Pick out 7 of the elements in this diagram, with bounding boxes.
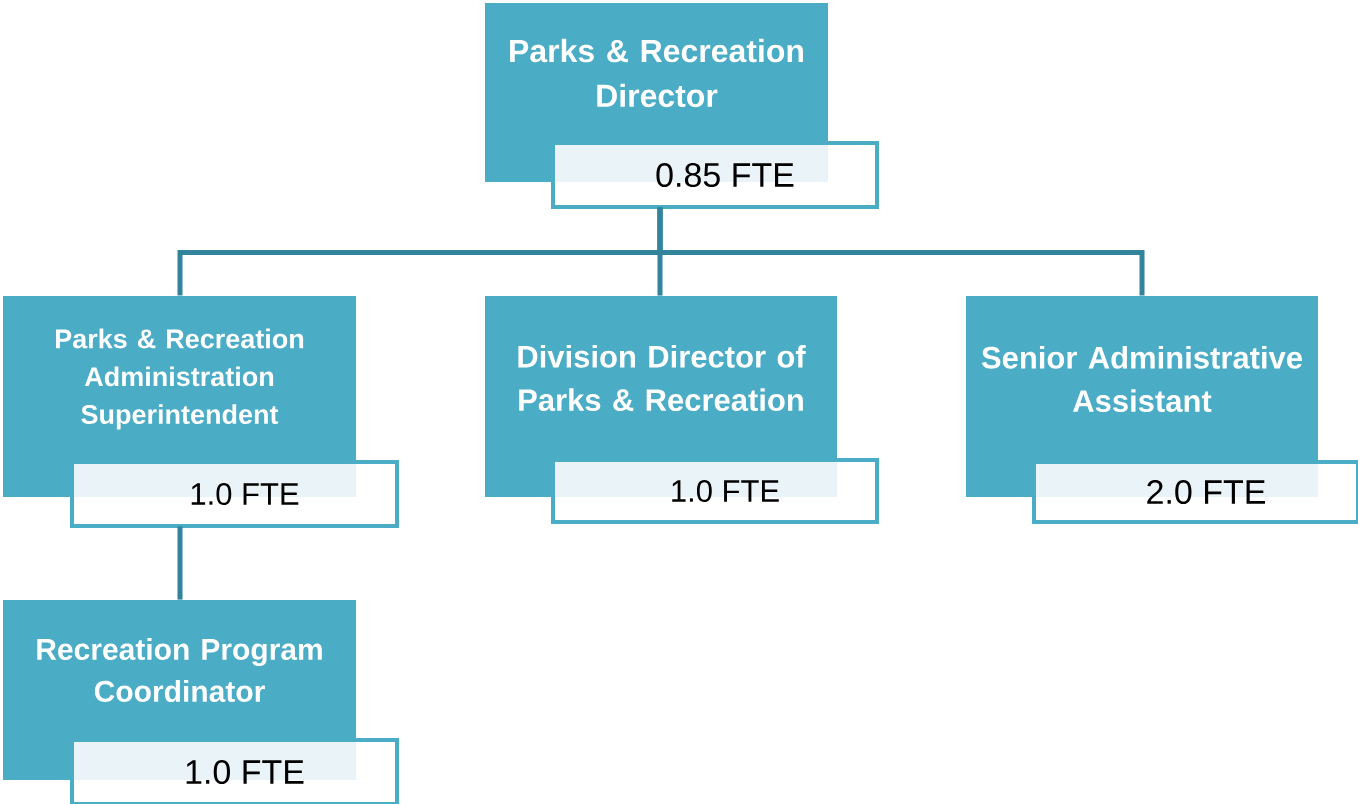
- position-box: Parks & Recreation Administration Superintendent 1.0 FTE: [3, 296, 399, 528]
- position-box: Senior Administrative Assistant 2.0 FTE: [966, 296, 1358, 524]
- connector-line: [657, 207, 1145, 296]
- position-box: Parks & Recreation Director 0.85 FTE: [485, 3, 879, 209]
- position-box: Division Director of Parks & Recreation 1.0 FTE: [485, 296, 879, 524]
- position-box: Recreation Program Coordinator 1.0 FTE: [3, 600, 399, 804]
- connector-line: [177, 526, 183, 600]
